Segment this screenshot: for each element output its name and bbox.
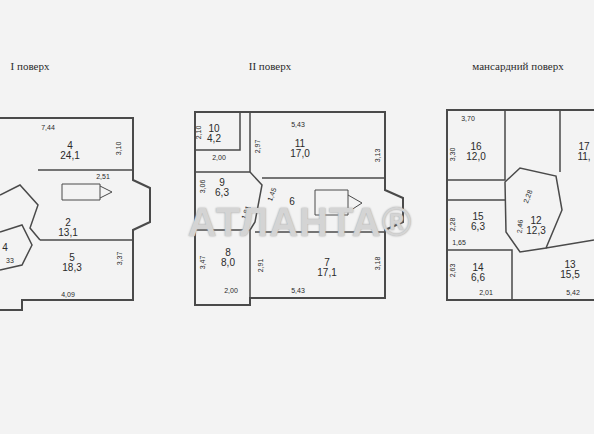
room-number: 4	[2, 243, 8, 254]
room-number: 13	[560, 260, 579, 271]
room-number: 14	[471, 263, 485, 274]
room: 146,6	[471, 263, 485, 284]
dimension: 33	[6, 257, 14, 264]
room-area: 18,3	[62, 263, 81, 274]
room-area: 15,5	[560, 270, 579, 281]
dimension: 3,70	[461, 115, 475, 122]
room-area: 12,3	[526, 226, 545, 237]
dimension: 7,44	[41, 124, 55, 131]
room: 1711,	[577, 142, 590, 163]
watermark: АТЛАНТА®	[188, 202, 412, 242]
dimension: 2,46	[516, 219, 524, 233]
room: 717,1	[317, 258, 336, 279]
room-number: 11	[290, 139, 309, 150]
floor-plan: I поверх424,1213,1518,34	[0, 52, 160, 314]
room-area: 12,0	[466, 152, 485, 163]
room-number: 10	[207, 124, 221, 135]
room-area: 6,3	[215, 188, 229, 199]
room-number: 7	[317, 258, 336, 269]
room-number: 16	[466, 142, 485, 153]
room-number: 12	[526, 216, 545, 227]
floor-heading: II поверх	[249, 60, 291, 72]
dimension: 1,45	[266, 186, 277, 201]
room-area: 17,1	[317, 268, 336, 279]
floor-plan: II поверх104,21117,096,3688,0717,1	[190, 52, 410, 310]
room: 156,3	[471, 212, 485, 233]
room-area: 6,3	[471, 222, 485, 233]
room-area: 8,0	[221, 258, 235, 269]
room: 424,1	[60, 141, 79, 162]
dimension: 2,01	[479, 289, 493, 296]
dimension: 1,65	[452, 239, 466, 246]
room-area: 11,	[577, 152, 590, 163]
dimension: 2,00	[224, 287, 238, 294]
room-area: 4,2	[207, 134, 221, 145]
dimension: 4,09	[61, 291, 75, 298]
floor-heading: I поверх	[11, 60, 50, 72]
room: 1212,3	[526, 216, 545, 237]
room: 1315,5	[560, 260, 579, 281]
dimension: 2,63	[450, 263, 457, 277]
floor-plan: мансардний поверх1612,01711,156,31212,31…	[440, 52, 594, 304]
room-area: 13,1	[58, 228, 77, 239]
dimension: 2,51	[96, 173, 110, 180]
room: 104,2	[207, 124, 221, 145]
dimension: 3,37	[117, 251, 124, 265]
dimension: 2,91	[258, 258, 265, 272]
dimension: 3,10	[116, 141, 123, 155]
room-number: 17	[577, 142, 590, 153]
room: 1117,0	[290, 139, 309, 160]
room: 213,1	[58, 218, 77, 239]
dimension: 2,10	[196, 125, 203, 139]
dimension: 3,13	[375, 148, 382, 162]
dimension: 3,30	[450, 147, 457, 161]
floor-heading: мансардний поверх	[472, 60, 563, 72]
dimension: 2,28	[522, 188, 533, 203]
dimension: 5,43	[291, 121, 305, 128]
room-number: 5	[62, 253, 81, 264]
dimension: 5,43	[291, 287, 305, 294]
room-number: 2	[58, 218, 77, 229]
dimension: 2,97	[255, 139, 262, 153]
dimension: 3,06	[200, 179, 207, 193]
room-area: 17,0	[290, 149, 309, 160]
dimension: 3,18	[375, 256, 382, 270]
room: 88,0	[221, 248, 235, 269]
room: 518,3	[62, 253, 81, 274]
room-number: 9	[215, 178, 229, 189]
dimension: 2,28	[450, 217, 457, 231]
room-area: 6,6	[471, 273, 485, 284]
room-number: 15	[471, 212, 485, 223]
room-number: 8	[221, 248, 235, 259]
dimension: 3,47	[200, 255, 207, 269]
room: 1612,0	[466, 142, 485, 163]
room-number: 4	[60, 141, 79, 152]
room-area: 24,1	[60, 151, 79, 162]
dimension: 2,00	[212, 154, 226, 161]
room: 96,3	[215, 178, 229, 199]
dimension: 5,42	[566, 289, 580, 296]
room: 4	[2, 243, 8, 254]
